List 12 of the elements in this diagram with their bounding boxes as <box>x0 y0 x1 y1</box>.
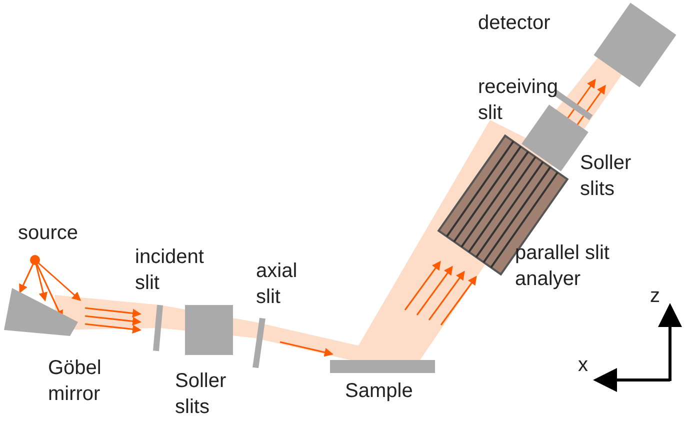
component-label: Soller slits <box>175 369 228 420</box>
component-label: parallel slit analyer <box>515 241 610 292</box>
component-label: Soller slits <box>580 151 632 202</box>
component-label: receiving slit <box>478 75 558 126</box>
component-label: detector <box>478 11 550 36</box>
axis-label: x <box>578 353 588 378</box>
component-label: Sample <box>345 379 413 404</box>
component-label: axial slit <box>256 259 298 310</box>
component-label: incident slit <box>135 245 205 296</box>
component-label: Göbel mirror <box>48 356 102 407</box>
axis-label: z <box>650 284 660 309</box>
component-label: source <box>18 221 78 246</box>
